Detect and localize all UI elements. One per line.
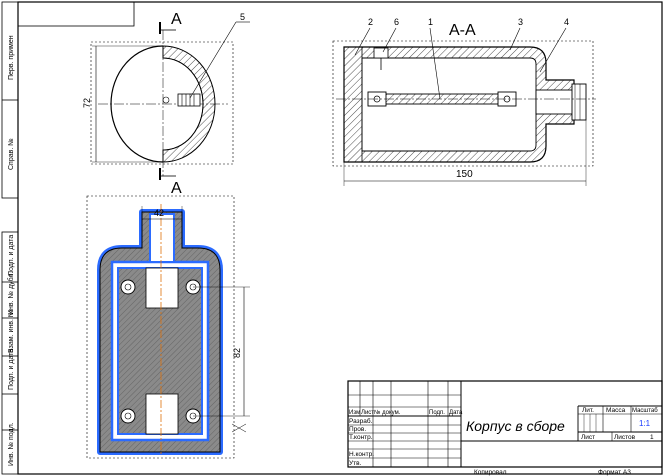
col-header-sign: Подп. xyxy=(429,410,445,416)
format-label: Формат А3 xyxy=(598,469,631,476)
col-header-izm: Изм xyxy=(349,410,360,416)
leader-1-label: 1 xyxy=(428,17,433,27)
drawing-title: Корпус в сборе xyxy=(466,418,565,434)
sheets-label: Листов xyxy=(614,434,636,441)
side-label-bottom-5: Инв. № подл. xyxy=(8,422,15,466)
side-view[interactable]: A A 72 5 xyxy=(82,11,250,197)
side-label-top-1: Перв. примен xyxy=(8,35,15,80)
section-mark-top: A xyxy=(171,11,182,28)
side-label-top-2: Справ. № xyxy=(8,138,15,170)
side-label-bottom-1: Подп. и дата xyxy=(8,235,15,276)
section-view[interactable]: А-А 2 6 1 3 4 xyxy=(332,17,596,186)
side-stamp: Перв. примен Справ. № Подп. и дата Инв. … xyxy=(1,1,19,475)
row-razrab: Разраб. xyxy=(349,417,373,425)
mass-label: Масса xyxy=(606,407,626,414)
sheet-label: Лист xyxy=(581,434,595,441)
scale-value: 1:1 xyxy=(639,419,651,428)
copied-label: Копировал xyxy=(474,469,507,476)
leader-2-label: 2 xyxy=(368,17,373,27)
side-label-bottom-2: Инв. № дубл. xyxy=(7,272,15,315)
col-header-list: Лист xyxy=(361,410,374,416)
scale-label: Масштаб xyxy=(632,408,658,414)
lit-label: Лит. xyxy=(582,407,594,414)
dim-150-label: 150 xyxy=(456,169,473,180)
corner-stamp xyxy=(17,1,135,27)
row-nkontr: Н.контр. xyxy=(349,451,374,458)
leader-6-label: 6 xyxy=(394,17,399,27)
leader-3-label: 3 xyxy=(518,17,523,27)
leader-5-label: 5 xyxy=(240,12,245,22)
section-title: А-А xyxy=(449,22,476,39)
dim-42-label: 42 xyxy=(154,208,164,218)
side-label-bottom-3: Взам. инв. № xyxy=(8,310,15,353)
plan-view[interactable]: 42 82 xyxy=(86,195,250,459)
row-tkontr: Т.контр. xyxy=(349,434,373,441)
dim-72-label: 72 xyxy=(82,98,92,108)
leader-4-label: 4 xyxy=(564,17,569,27)
section-mark-bottom: A xyxy=(171,180,182,197)
dim-82-label: 82 xyxy=(232,348,242,358)
side-label-bottom-4: Подп. и дата xyxy=(8,349,15,390)
title-block: Изм Лист № докум. Подп. Дата Разраб. Про… xyxy=(347,380,663,476)
col-header-date: Дата xyxy=(449,410,463,416)
sheets-value: 1 xyxy=(650,434,654,441)
row-utv: Утв. xyxy=(349,460,362,467)
col-header-doc: № докум. xyxy=(374,409,401,416)
row-prov: Пров. xyxy=(349,426,366,433)
